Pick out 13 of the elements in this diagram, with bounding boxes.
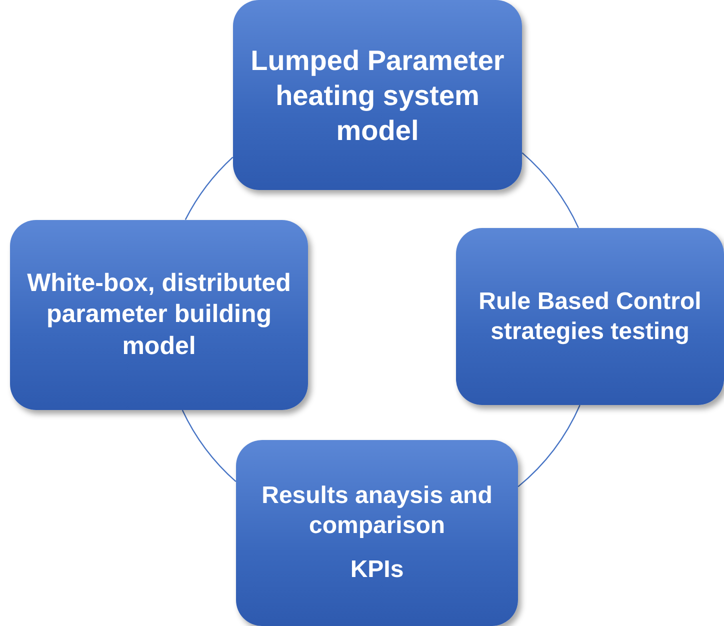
connector-arc bbox=[518, 404, 580, 488]
box-label: Rule Based Control strategies testing bbox=[478, 286, 702, 346]
process-box bbox=[10, 220, 308, 410]
box-label: White-box, distributed parameter building model bbox=[26, 268, 292, 362]
box-label: KPIs bbox=[350, 555, 404, 585]
process-box bbox=[233, 0, 522, 190]
process-box bbox=[456, 228, 724, 405]
process-box bbox=[236, 440, 518, 626]
connector-arc bbox=[182, 410, 236, 482]
box-label: Lumped Parameter heating system model bbox=[250, 44, 506, 148]
connector-arc bbox=[522, 152, 579, 228]
box-label: Results anaysis and comparison bbox=[260, 481, 494, 541]
connector-arc bbox=[184, 156, 234, 220]
